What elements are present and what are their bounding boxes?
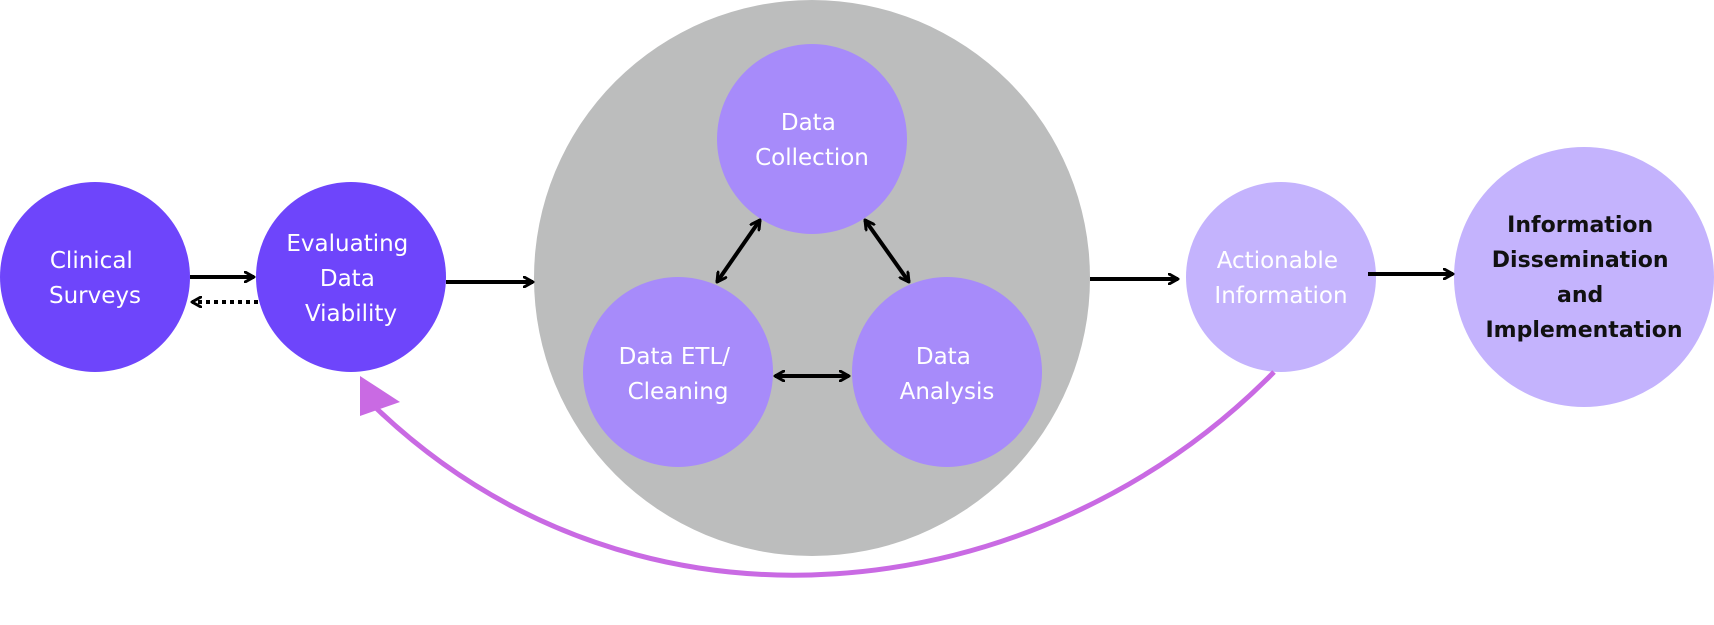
node-label-line: Information bbox=[1214, 283, 1347, 309]
node-label-line: Implementation bbox=[1485, 318, 1682, 343]
arrow-collection-etl bbox=[715, 220, 762, 282]
node-information-dissemination: Information Dissemination and Implementa… bbox=[1454, 147, 1714, 407]
node-data-analysis: Data Analysis bbox=[852, 277, 1042, 467]
node-data-etl-cleaning: Data ETL/ Cleaning bbox=[583, 277, 773, 467]
node-label-line: Clinical bbox=[50, 248, 133, 274]
node-label-line: Data bbox=[781, 110, 836, 136]
node-label-line: Data ETL/ bbox=[619, 344, 731, 370]
node-clinical-surveys: Clinical Surveys bbox=[0, 182, 190, 372]
node-data-collection: Data Collection bbox=[717, 44, 907, 234]
feedback-arrowhead bbox=[360, 376, 400, 416]
node-label-line: Evaluating bbox=[286, 231, 408, 257]
node-label-line: Surveys bbox=[49, 283, 141, 309]
node-label-line: and bbox=[1557, 283, 1603, 308]
node-evaluating-data-viability: Evaluating Data Viability bbox=[256, 182, 446, 372]
node-label-line: Data bbox=[916, 344, 971, 370]
node-label-line: Dissemination bbox=[1492, 248, 1669, 273]
svg-text:Evaluating Data Vi: Evaluating Data Viability bbox=[286, 231, 415, 327]
svg-text:Information Disseminatio: Information Dissemination and Implementa… bbox=[1485, 213, 1682, 343]
node-label-line: Cleaning bbox=[628, 379, 729, 405]
feedback-arrow-curve bbox=[374, 370, 1276, 578]
arrow-collection-analysis bbox=[863, 220, 911, 282]
node-label-line: Data bbox=[320, 266, 375, 292]
svg-text:Clinical Surveys: Clinical Surveys bbox=[49, 248, 141, 309]
node-label-line: Viability bbox=[305, 301, 397, 327]
node-label-line: Information bbox=[1507, 213, 1653, 238]
node-label-line: Actionable bbox=[1217, 248, 1338, 274]
svg-text:Actionable Information: Actionable Information bbox=[1214, 248, 1347, 309]
node-actionable-information: Actionable Information bbox=[1186, 182, 1376, 372]
svg-text:Data ETL/ Cleaning: Data ETL/ Cleaning bbox=[619, 344, 738, 405]
svg-text:Data Analysis: Data Analysis bbox=[900, 344, 995, 405]
svg-text:Data Collection: Data Collection bbox=[755, 110, 869, 171]
node-label-line: Analysis bbox=[900, 379, 995, 405]
node-label-line: Collection bbox=[755, 145, 869, 171]
